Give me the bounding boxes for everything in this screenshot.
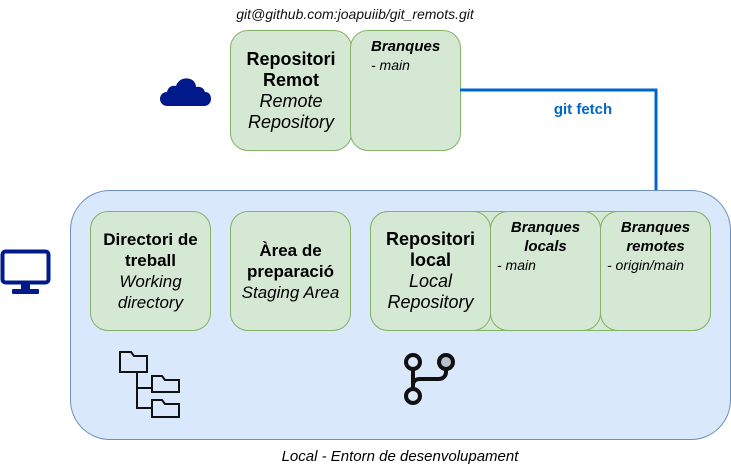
staging-subtitle: Staging Area [241, 282, 340, 302]
remote-repository-box[interactable]: Repositori Remot Remote Repository [230, 30, 352, 151]
remote-branches-box[interactable]: Branques - main [350, 30, 461, 151]
remote-title-line1: Repositori [246, 48, 336, 69]
local-repository-box[interactable]: Repositori local Local Repository [370, 211, 491, 331]
staging-area-box[interactable]: Àrea de preparació Staging Area [230, 211, 351, 331]
working-dir-title-line1: Directori de [103, 230, 198, 249]
remote-tracking-branch-item: - origin/main [607, 257, 685, 273]
local-repo-subtitle-line1: Local [408, 271, 453, 291]
staging-title-line1: Àrea de [259, 240, 322, 260]
folder-tree-icon [119, 351, 180, 418]
remote-subtitle-line2: Repository [247, 111, 335, 132]
working-dir-subtitle-line1: Working [119, 272, 182, 291]
working-dir-title-line2: treball [124, 251, 177, 270]
cloud-icon [160, 78, 211, 106]
local-repo-subtitle-line2: Repository [387, 292, 474, 312]
git-branch-icon [404, 353, 455, 405]
remote-branches-title: Branques [371, 38, 441, 55]
remote-branch-item: - main [371, 57, 410, 73]
local-branches-title-line1: Branques [510, 219, 581, 236]
local-repo-title-line1: Repositori [385, 229, 475, 249]
local-branches-box[interactable]: Branques locals - main [490, 211, 601, 331]
fetch-label: git fetch [553, 101, 613, 118]
local-repo-title-line2: local [409, 250, 452, 270]
local-environment-caption: Local - Entorn de desenvolupament [281, 448, 519, 465]
fetch-arrow-line [460, 88, 658, 198]
remote-subtitle-line1: Remote [259, 90, 323, 111]
monitor-icon [0, 249, 51, 294]
local-branches-title-line2: locals [524, 238, 567, 255]
working-directory-box[interactable]: Directori de treball Working directory [90, 211, 211, 331]
staging-title-line2: preparació [247, 261, 334, 281]
remote-branches-title-line2: remotes [626, 238, 685, 255]
local-branch-item: - main [497, 257, 536, 273]
working-dir-subtitle-line2: directory [117, 293, 184, 312]
remote-tracking-branches-box[interactable]: Branques remotes - origin/main [600, 211, 711, 331]
remote-title-line2: Remot [262, 69, 319, 90]
remote-url: git@github.com:joapuiib/git_remots.git [236, 6, 474, 22]
remote-branches-title-line1: Branques [620, 219, 691, 236]
